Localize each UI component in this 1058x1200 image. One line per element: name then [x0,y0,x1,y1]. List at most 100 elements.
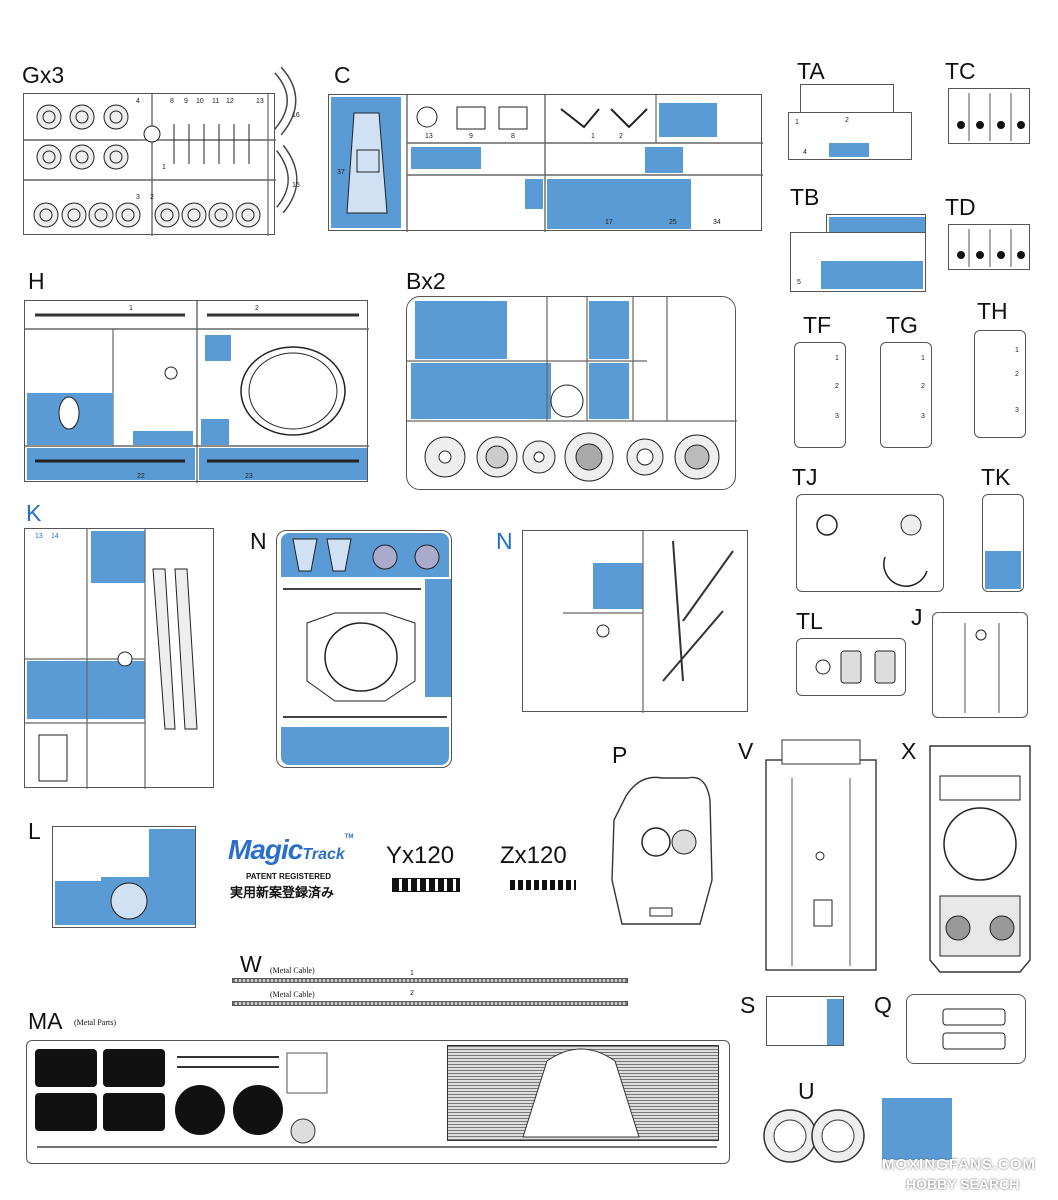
sprue-label-tb: TB [790,184,820,210]
h-cell-18 [133,431,193,445]
part-num: 2 [255,305,259,312]
tk-cell [985,551,1021,589]
part-num: 3 [835,413,839,420]
magic-track-logo: MagicTrackTM [228,834,353,866]
sprue-label-u: U [798,1078,815,1104]
part-num: 14 [51,533,59,540]
part-num: 1 [795,119,799,126]
part-num: 13 [35,533,43,540]
sprue-l [52,826,196,928]
sprue-td [948,224,1030,270]
tl-drawing [815,650,896,684]
part-num: 11 [212,98,220,105]
q-drawing [942,1008,1006,1050]
b-drawing [407,297,737,482]
track-z-label: Zx120 [500,842,567,869]
track-z-link [510,880,576,890]
part-num: 2 [921,383,925,390]
part-num: 2 [1015,371,1019,378]
sprue-label-x: X [901,738,917,764]
part-num: 2 [835,383,839,390]
tj-drawing [816,514,928,587]
part-num: 10 [196,98,204,105]
sprue-q [906,994,1026,1064]
sprue-tg: 1 2 3 [880,342,932,448]
sprue-label-p: P [612,742,628,768]
l-cell-right [149,829,195,925]
part-num: 5 [797,279,801,286]
part-num: 8 [170,98,174,105]
part-num: 25 [669,219,677,226]
cable-num-1: 1 [410,970,414,977]
c-cell-34 [525,179,543,209]
n1-drawing [283,538,447,718]
part-num: 3 [921,413,925,420]
sprue-label-l: L [28,818,41,844]
part-num: 9 [184,98,188,105]
tb-top-band [829,217,925,235]
sprue-label-tg: TG [886,312,918,338]
n2-drawing [563,531,734,713]
patent-jp: 実用新案登録済み [230,886,335,901]
part-num: 4 [136,98,140,105]
sprue-label-h: H [28,268,45,294]
n1-right-col [425,579,451,697]
part-num: 1 [129,305,133,312]
sprue-label-c: C [334,62,351,88]
sprue-ta-back [800,84,894,116]
h-cell-9 [205,335,231,361]
cable-note-2: (Metal Cable) [270,990,315,999]
sprue-s [766,996,844,1046]
tb-band [821,261,923,289]
h-bars [35,396,359,463]
part-num: 1 [162,164,166,171]
ma-plate-3 [35,1093,97,1131]
sprue-n1 [276,530,452,768]
part-num: 1 [835,355,839,362]
ma-note: (Metal Parts) [74,1018,116,1027]
k-cell-top [91,531,145,583]
n2-cell-17-13 [593,563,643,609]
sprue-th: 1 2 3 [974,330,1026,438]
tm-mark: TM [344,834,354,840]
sprue-tj [796,494,944,592]
ma-plate-1 [35,1049,97,1087]
sprue-tl [796,638,906,696]
sprue-label-tf: TF [803,312,832,338]
c-cell-28-19 [547,179,691,229]
part-num: 16 [292,112,300,119]
part-num: 13 [425,133,433,140]
watermark-search: HOBBY SEARCH [906,1176,1020,1192]
sprue-label-ta: TA [797,58,825,84]
sprue-c-drawing [346,95,763,232]
part-num: 1 [1015,347,1019,354]
sprue-label-td: TD [945,194,976,220]
sprue-label-w: W [240,951,262,977]
ma-drawing [37,1048,717,1148]
sprue-label-tl: TL [796,608,823,634]
sprue-label-n1: N [250,528,267,554]
part-num: 4 [803,149,807,156]
cable-1 [232,978,628,983]
part-num: 37 [337,169,345,176]
sprue-tb-back [826,214,926,236]
sprue-label-ma: MA [28,1008,63,1034]
cable-num-2: 2 [410,990,414,997]
sprue-label-b: Bx2 [406,268,446,294]
b-cell-33-24 [415,301,507,359]
ta-cell-5 [829,143,869,157]
sprue-label-v: V [738,738,754,764]
part-num: 23 [245,473,253,480]
sprue-tb: 5 [790,232,926,292]
sprue-label-tc: TC [945,58,976,84]
sprue-j [932,612,1028,718]
s-cell [827,999,843,1045]
sprue-c: 37 13 9 8 1 2 34 17 25 [328,94,763,232]
track-y-link [392,878,460,892]
sprue-label-q: Q [874,992,892,1018]
k-drawing [25,529,198,789]
part-num: 2 [619,133,623,140]
part-num: 9 [469,133,473,140]
part-num: 1 [591,133,595,140]
sprue-ta: 1 2 4 [788,112,912,160]
